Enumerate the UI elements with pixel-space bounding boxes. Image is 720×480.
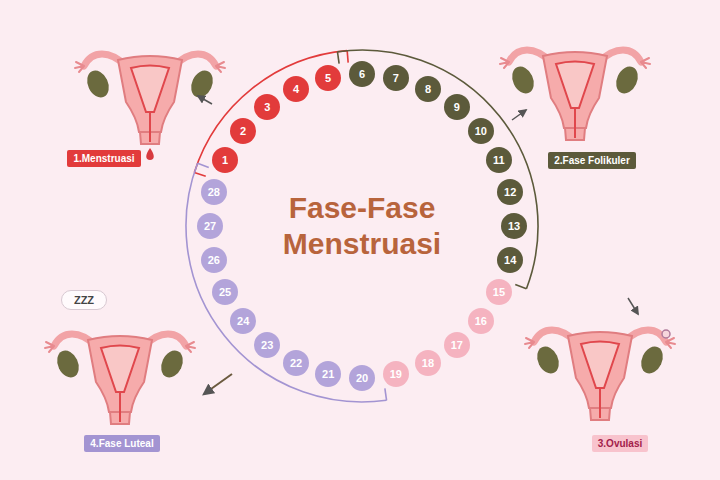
- day-circle: 16: [468, 308, 494, 334]
- day-circle: 26: [201, 247, 227, 273]
- phase-label: 4.Fase Luteal: [84, 435, 159, 452]
- sleep-bubble: ZZZ: [61, 290, 107, 310]
- pointer-arrow: [512, 110, 526, 120]
- day-circle: 22: [283, 350, 309, 376]
- node-text: 19: [390, 368, 402, 380]
- pointer-arrow: [198, 96, 212, 104]
- node-text: 2.Fase Folikuler: [554, 155, 630, 166]
- node-text: 5: [325, 72, 331, 84]
- node-text: 3: [264, 101, 270, 113]
- node-text: 4.Fase Luteal: [90, 438, 153, 449]
- node-text: 11: [493, 154, 505, 166]
- day-circle: 7: [383, 65, 409, 91]
- day-circle: 20: [349, 365, 375, 391]
- node-text: 7: [393, 72, 399, 84]
- bracket-tick: [194, 173, 205, 177]
- node-text: 21: [322, 368, 334, 380]
- node-text: 23: [261, 339, 273, 351]
- day-circle: 12: [497, 179, 523, 205]
- node-text: ZZZ: [74, 294, 94, 306]
- node-text: 6: [359, 68, 365, 80]
- node-text: 14: [504, 254, 516, 266]
- day-circle: 11: [486, 147, 512, 173]
- node-text: 3.Ovulasi: [598, 438, 642, 449]
- node-text: 25: [219, 286, 231, 298]
- bracket-tick: [337, 52, 339, 64]
- day-circle: 19: [383, 361, 409, 387]
- pointer-arrow: [204, 374, 232, 394]
- uterus-menstruation: [75, 54, 225, 160]
- day-circle: 15: [486, 279, 512, 305]
- phase-label: 2.Fase Folikuler: [548, 152, 636, 169]
- day-circle: 13: [501, 213, 527, 239]
- uterus-ovulation: [525, 330, 675, 420]
- node-text: 13: [508, 220, 520, 232]
- day-circle: 9: [444, 94, 470, 120]
- node-text: 17: [451, 339, 463, 351]
- node-text: 10: [475, 125, 487, 137]
- day-circle: 28: [201, 179, 227, 205]
- day-circle: 6: [349, 61, 375, 87]
- node-text: 9: [454, 101, 460, 113]
- node-text: 15: [493, 286, 505, 298]
- uterus-follicular: [500, 50, 650, 140]
- node-text: 22: [290, 357, 302, 369]
- node-text: 27: [204, 220, 216, 232]
- node-text: 1: [222, 154, 228, 166]
- bracket-tick: [198, 163, 209, 167]
- node-text: 8: [425, 83, 431, 95]
- day-circle: 25: [212, 279, 238, 305]
- node-text: 1.Menstruasi: [73, 153, 134, 164]
- uterus-luteal: [45, 334, 195, 424]
- bracket-tick: [385, 388, 387, 400]
- node-text: 2: [240, 125, 246, 137]
- day-circle: 8: [415, 76, 441, 102]
- day-circle: 10: [468, 118, 494, 144]
- day-circle: 1: [212, 147, 238, 173]
- node-text: 4: [293, 83, 299, 95]
- diagram-title: Fase-Fase Menstruasi: [267, 190, 457, 262]
- node-text: 20: [356, 372, 368, 384]
- phase-bracket: [194, 51, 347, 173]
- day-circle: 24: [230, 308, 256, 334]
- node-text: 28: [208, 186, 220, 198]
- bracket-tick: [515, 284, 526, 288]
- node-text: 12: [504, 186, 516, 198]
- day-circle: 5: [315, 65, 341, 91]
- phase-label: 1.Menstruasi: [67, 150, 140, 167]
- day-circle: 27: [197, 213, 223, 239]
- day-circle: 4: [283, 76, 309, 102]
- day-circle: 14: [497, 247, 523, 273]
- day-circle: 23: [254, 332, 280, 358]
- day-circle: 17: [444, 332, 470, 358]
- day-circle: 18: [415, 350, 441, 376]
- bracket-tick: [347, 51, 348, 63]
- phase-label: 3.Ovulasi: [592, 435, 648, 452]
- node-text: 26: [208, 254, 220, 266]
- pointer-arrow: [628, 298, 638, 314]
- node-text: 16: [475, 315, 487, 327]
- node-text: 24: [237, 315, 249, 327]
- day-circle: 21: [315, 361, 341, 387]
- day-circle: 2: [230, 118, 256, 144]
- node-text: 18: [422, 357, 434, 369]
- day-circle: 3: [254, 94, 280, 120]
